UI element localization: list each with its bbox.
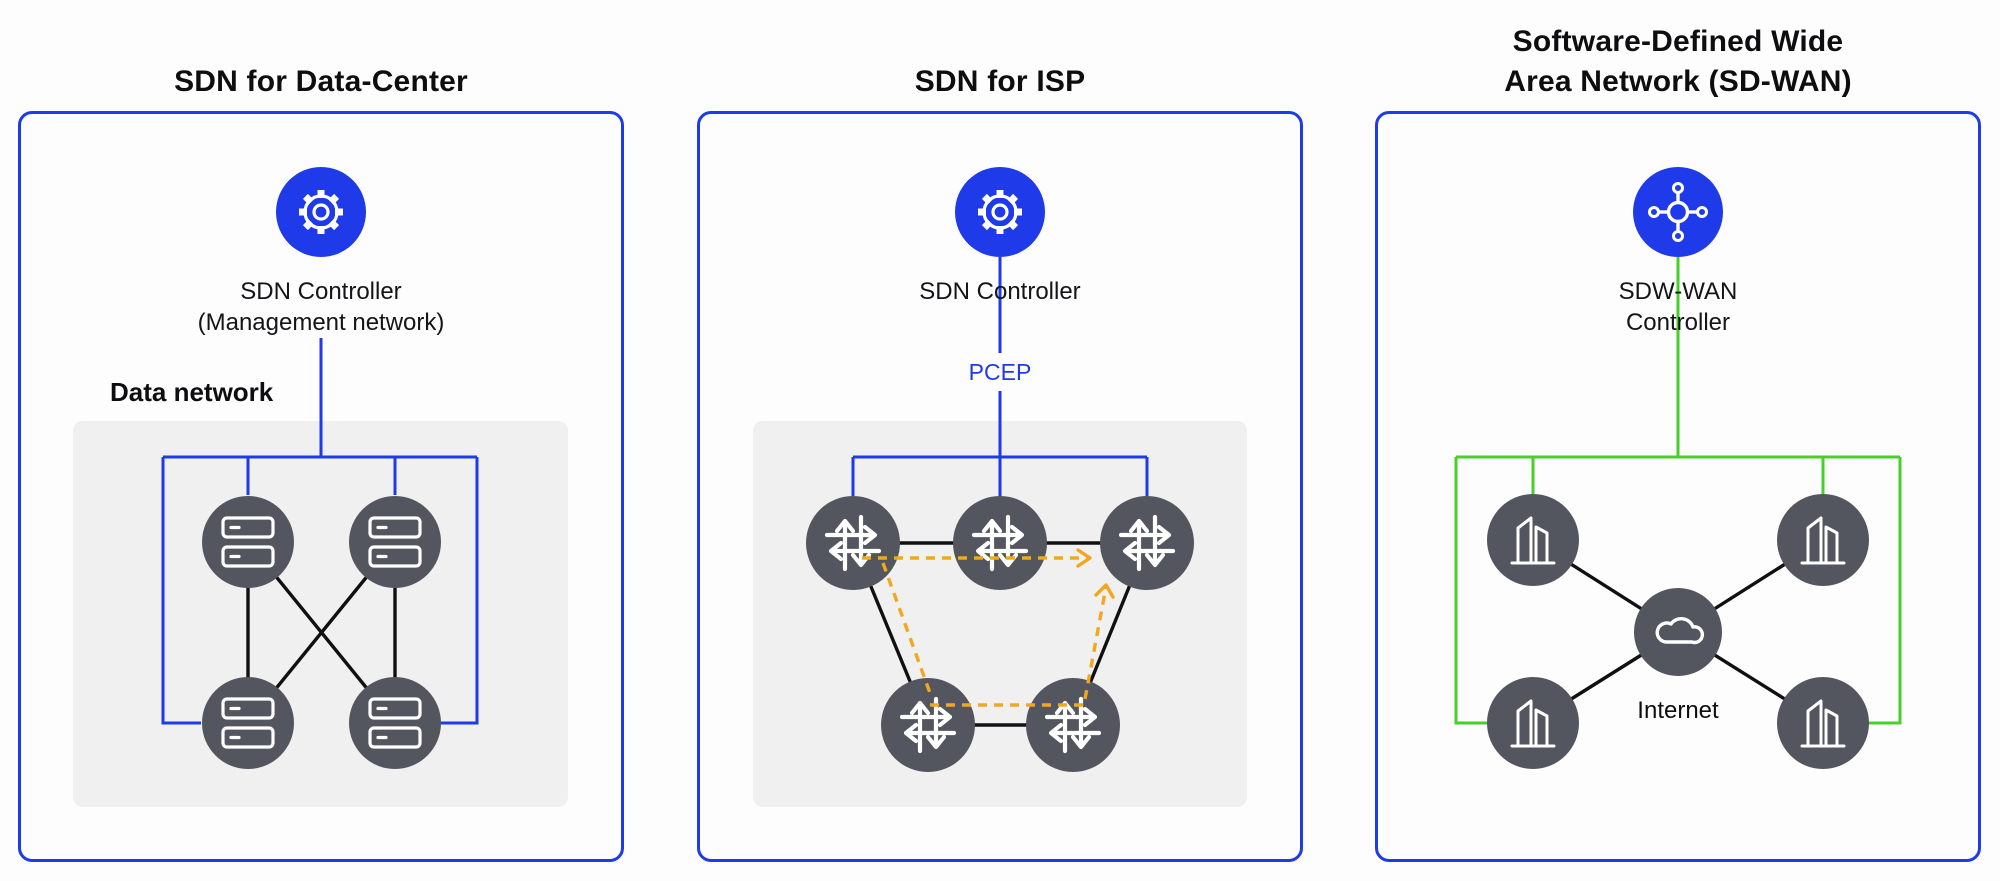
router-node bbox=[806, 496, 900, 590]
data-links bbox=[246, 540, 397, 725]
data-network-box bbox=[73, 421, 568, 807]
router-node bbox=[1100, 496, 1194, 590]
internet-label: Internet bbox=[1637, 697, 1719, 724]
server-node bbox=[202, 677, 294, 769]
sd-wan-overlay-links bbox=[1454, 257, 1902, 725]
internet-links bbox=[1532, 538, 1824, 725]
pcep-links bbox=[851, 257, 1149, 497]
router-node bbox=[1026, 678, 1120, 772]
internet-node bbox=[1634, 588, 1722, 676]
branch-site-node bbox=[1487, 677, 1579, 769]
branch-site-node bbox=[1777, 677, 1869, 769]
title-line: SDN for Data-Center bbox=[174, 65, 468, 98]
management-links bbox=[161, 338, 479, 725]
panel-title-data-center: SDN for Data-Center bbox=[18, 62, 624, 102]
title-line: Software-Defined Wide bbox=[1512, 25, 1844, 58]
data-network-label: Data network bbox=[110, 377, 274, 407]
server-node bbox=[349, 496, 441, 588]
title-line: SDN for ISP bbox=[914, 65, 1086, 98]
sdn-controller-node bbox=[955, 167, 1045, 257]
router-node bbox=[881, 678, 975, 772]
controller-label: SDN Controller bbox=[919, 278, 1081, 305]
panel-title-isp: SDN for ISP bbox=[697, 62, 1303, 102]
panel-isp: SDN Controller PCEP bbox=[697, 111, 1303, 862]
controller-label: SDW-WAN Controller bbox=[1618, 278, 1738, 336]
panel-title-sd-wan: Software-Defined Wide Area Network (SD-W… bbox=[1375, 22, 1981, 102]
server-node bbox=[349, 677, 441, 769]
title-line: Area Network (SD-WAN) bbox=[1504, 65, 1852, 98]
arrow-right-icon bbox=[1076, 548, 1092, 568]
panel-data-center: SDN Controller (Management network) Data… bbox=[18, 111, 624, 862]
router-node bbox=[953, 496, 1047, 590]
sd-wan-controller-node bbox=[1633, 167, 1723, 257]
sdn-controller-node bbox=[276, 167, 366, 257]
traffic-engineering-path bbox=[862, 548, 1115, 707]
arrow-up-icon bbox=[1094, 583, 1115, 599]
controller-label: SDN Controller (Management network) bbox=[197, 278, 445, 336]
branch-site-node bbox=[1487, 494, 1579, 586]
pcep-protocol-label: PCEP bbox=[968, 359, 1032, 385]
panel-sd-wan: SDW-WAN Controller Internet bbox=[1375, 111, 1981, 862]
server-node bbox=[202, 496, 294, 588]
branch-site-node bbox=[1777, 494, 1869, 586]
